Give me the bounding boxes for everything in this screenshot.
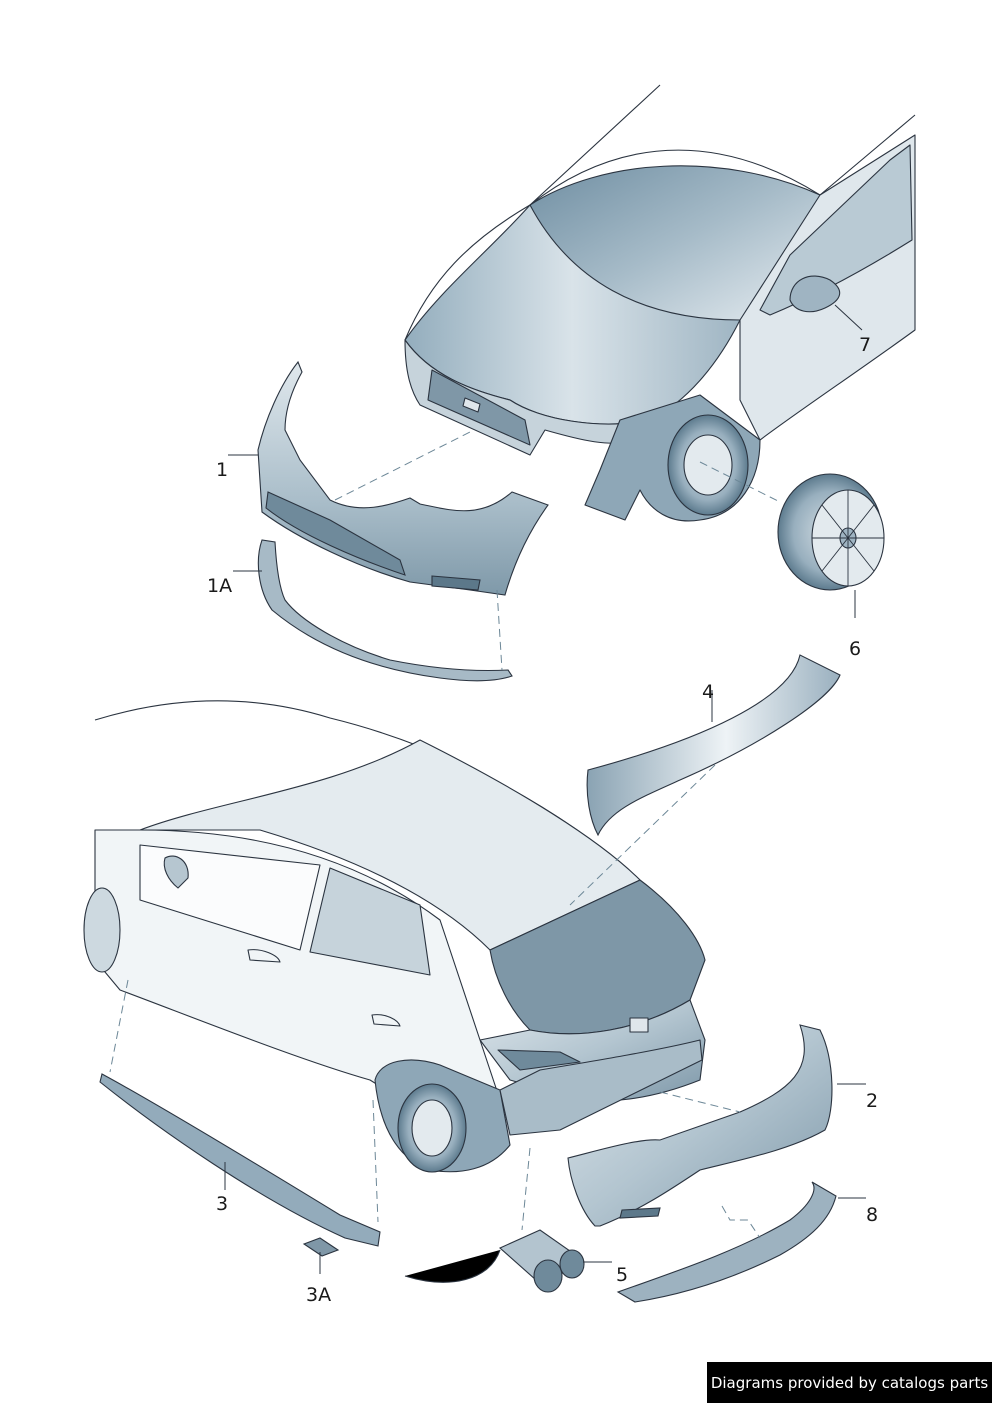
rear-roof [139,739,641,951]
rear-taillight [497,1049,581,1071]
part-clip [302,1237,340,1257]
rear-door-rear-window [309,867,431,976]
leader-lines [224,304,866,1274]
guide-spoiler-to-car [569,764,716,906]
rear-mirror [163,855,189,889]
rear-car-illustration [83,700,706,1173]
rear-door-handle-1 [247,949,281,963]
part-wheel [777,473,885,591]
rear-wheel-rim [411,1099,453,1157]
rear-crossmember [499,1039,703,1136]
assembly-guide-lines [109,431,781,1239]
part-side-skirt [99,1073,381,1247]
callout-part-2: 2 [866,1090,879,1112]
part-rear-bumper [567,1024,833,1227]
rear-door-handle-2 [371,1014,401,1027]
guide-skirt-rear [372,1099,379,1223]
front-fog-opening [431,575,481,591]
callout-part-4: 4 [702,681,715,703]
callout-part-1a: 1A [207,575,233,597]
guide-wheel-to-hub [699,461,781,503]
part-front-lip [257,539,513,682]
front-car-illustration [404,84,916,522]
part-front-bumper [257,360,549,596]
front-bumper-lower-grille [265,491,406,576]
part-exhaust-tips [404,1229,585,1293]
guide-exhaust [521,1147,531,1231]
rear-spoiler-shell [586,654,841,837]
rear-car-front-wheel [83,887,121,973]
callout-part-7: 7 [859,334,872,356]
front-badge-icon [462,397,481,413]
rear-diffuser-shell [616,1181,837,1303]
callout-part-3a: 3A [306,1284,332,1306]
rear-bumper-shell [567,1024,833,1227]
wheel-spokes [812,490,884,586]
exhaust-pipe [404,1249,501,1283]
guide-bumper-to-car [334,431,471,501]
exhaust-tip-right [559,1249,585,1279]
callout-part-5: 5 [616,1264,629,1286]
front-hub-inner [683,434,733,496]
exhaust-tip-left [533,1259,563,1293]
rear-badge-icon [629,1017,649,1033]
callout-part-1: 1 [216,459,229,481]
callout-part-8: 8 [866,1204,879,1226]
callout-part-6: 6 [849,638,862,660]
part-rear-spoiler [586,654,841,837]
callout-part-3: 3 [216,1193,229,1215]
front-car-roofline [404,84,916,341]
credit-banner: Diagrams provided by catalogs parts [707,1362,992,1403]
front-side-window [759,144,913,316]
rear-bumper-reflector [619,1207,661,1219]
leader-7 [834,304,863,331]
guide-rear-bumper [659,1091,741,1113]
front-lip-shell [257,539,513,682]
guide-skirt-front [109,979,129,1073]
guide-lip-to-bumper [496,589,503,671]
front-mirror [789,275,841,313]
side-skirt-shell [99,1073,381,1247]
clip-shell [302,1237,340,1257]
part-rear-diffuser [616,1181,837,1303]
guide-diffuser [721,1205,761,1239]
